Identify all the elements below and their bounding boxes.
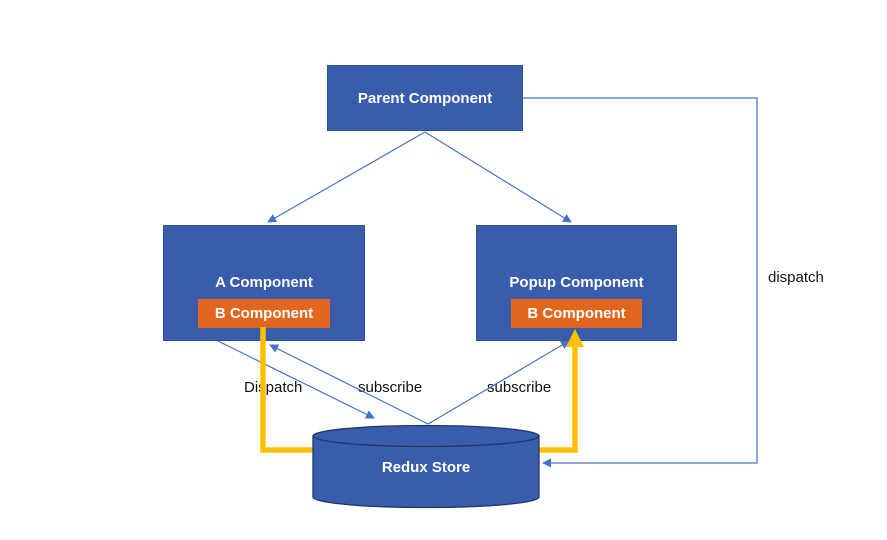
node-popup-label: Popup Component <box>509 274 644 291</box>
store-cylinder-top <box>312 424 540 448</box>
connector-parent-to-a <box>267 131 426 223</box>
node-b-in-a-label: B Component <box>214 305 314 322</box>
edge-label-subscribe-a: subscribe <box>358 379 423 396</box>
connector-parent-to-popup <box>424 131 572 223</box>
node-b-in-popup-label: B Component <box>527 305 626 322</box>
edge-label-subscribe-popup: subscribe <box>487 379 552 396</box>
node-b-component-in-popup: B Component <box>511 299 642 328</box>
edge-label-dispatch-a: Dispatch <box>244 379 303 396</box>
node-popup-component: Popup Component B Component <box>476 225 677 341</box>
node-parent-label: Parent Component <box>357 89 493 107</box>
node-a-label: A Component <box>215 274 313 291</box>
edge-label-dispatch-parent: dispatch <box>768 269 824 286</box>
node-b-component-in-a: B Component <box>198 299 330 328</box>
node-parent-component: Parent Component <box>327 65 523 131</box>
node-a-component: A Component B Component <box>163 225 365 341</box>
node-store-label: Redux Store <box>381 459 471 476</box>
